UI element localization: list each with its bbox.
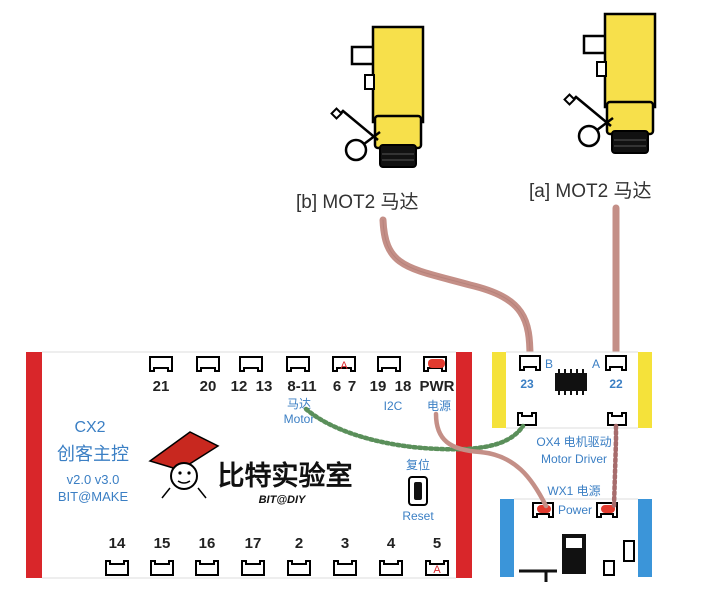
top-port-labels: 21 20 12 13 8-11 6 7 19 18 PWR — [153, 378, 455, 395]
port-label: 21 — [153, 378, 170, 395]
logo-text: 比特实验室 — [218, 460, 353, 491]
driver-label-cn: OX4 电机驱动 — [536, 435, 611, 449]
motor-b — [330, 25, 425, 168]
board-title: 创客主控 — [57, 444, 129, 464]
bottom-port-marker: A — [433, 564, 441, 576]
driver-left-num: 23 — [520, 377, 534, 391]
port-label: 6 — [333, 378, 341, 395]
logo-sub: BIT@DIY — [259, 494, 307, 506]
port-label: 2 — [295, 535, 303, 552]
port-label: 18 — [395, 378, 412, 395]
port-label: 13 — [256, 378, 273, 395]
port-label: 12 — [231, 378, 248, 395]
mascot-logo — [148, 431, 220, 499]
bottom-connectors: A — [105, 560, 449, 576]
port-label: PWR — [420, 378, 455, 395]
port-label: 4 — [387, 535, 396, 552]
driver-right-num: 22 — [609, 377, 623, 391]
board-brand: BIT@MAKE — [58, 489, 129, 504]
motor-a-label: [a] MOT2 马达 — [529, 180, 651, 202]
bottom-port-labels: 14 15 16 17 2 3 4 5 — [109, 535, 442, 552]
board-version: v2.0 v3.0 — [67, 472, 120, 487]
reset-label-cn: 复位 — [406, 457, 430, 472]
power-text: Power — [558, 503, 592, 517]
port-label: 5 — [433, 535, 441, 552]
port-label: 8-11 — [287, 378, 316, 395]
port-label: 7 — [348, 378, 356, 395]
i2c-label: I2C — [384, 399, 403, 413]
power-label-cn: 电源 — [427, 399, 451, 413]
port-label: 16 — [199, 535, 216, 552]
motor-wires — [379, 204, 620, 362]
power-module-label: WX1 电源 — [547, 484, 600, 498]
port-label: 20 — [200, 378, 217, 395]
motor-b-label: [b] MOT2 马达 — [296, 191, 418, 213]
motor-driver: B A 23 22 — [492, 351, 652, 429]
port-label: 3 — [341, 535, 349, 552]
main-board: A 21 20 12 13 8-11 6 7 19 18 PWR 马达 Moto… — [26, 351, 472, 579]
motor-label-en: Motor — [284, 412, 315, 426]
driver-label-en: Motor Driver — [541, 452, 607, 466]
signal-wires — [303, 406, 619, 509]
port-label: 17 — [245, 535, 262, 552]
top-connectors: A — [149, 356, 447, 372]
port-a-marker: A — [592, 357, 600, 371]
port-label: 15 — [154, 535, 171, 552]
port-label: 19 — [370, 378, 387, 395]
driver-chip — [555, 373, 587, 391]
port-label: 14 — [109, 535, 126, 552]
top-port-marker: A — [340, 360, 348, 372]
power-module: WX1 电源 Power — [500, 484, 652, 582]
board-name: CX2 — [74, 419, 105, 436]
motor-a — [563, 12, 657, 154]
port-b-marker: B — [545, 357, 553, 371]
reset-label-en: Reset — [402, 509, 434, 523]
